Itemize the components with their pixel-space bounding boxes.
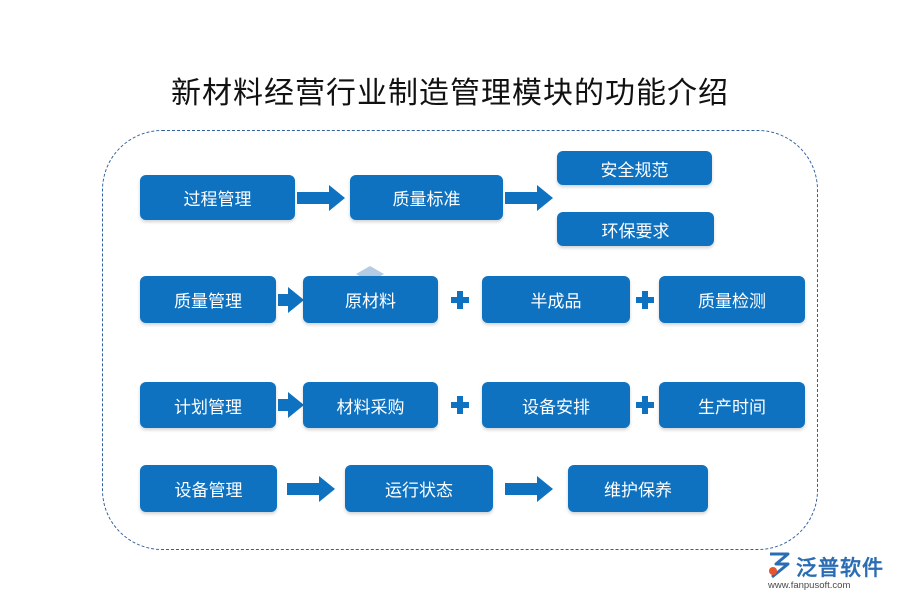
plus-icon [451, 291, 469, 309]
environmental-req-box: 环保要求 [557, 212, 714, 246]
brand-url: www.fanpusoft.com [768, 580, 851, 591]
quality-management-box: 质量管理 [140, 276, 276, 323]
brand-logo-icon [769, 552, 790, 579]
maintenance-box: 维护保养 [568, 465, 708, 512]
arrow-right-icon [278, 287, 304, 313]
plan-management-box: 计划管理 [140, 382, 276, 428]
arrow-right-icon [505, 185, 553, 211]
arrow-right-icon [278, 392, 304, 418]
running-status-box: 运行状态 [345, 465, 493, 512]
semi-finished-box: 半成品 [482, 276, 630, 323]
plus-icon [451, 396, 469, 414]
plus-icon [636, 291, 654, 309]
dashed-frame [102, 130, 818, 550]
production-time-box: 生产时间 [659, 382, 805, 428]
arrow-right-icon [287, 476, 335, 502]
raw-material-box: 原材料 [303, 276, 438, 323]
page-title: 新材料经营行业制造管理模块的功能介绍 [171, 76, 729, 111]
equipment-management-box: 设备管理 [140, 465, 277, 512]
plus-icon [636, 396, 654, 414]
process-management-box: 过程管理 [140, 175, 295, 220]
equipment-arrangement-box: 设备安排 [482, 382, 630, 428]
safety-spec-box: 安全规范 [557, 151, 712, 185]
quality-standard-box: 质量标准 [350, 175, 503, 220]
brand-logo: 泛普软件 www.fanpusoft.com [764, 548, 894, 596]
arrow-right-icon [505, 476, 553, 502]
arrow-right-icon [297, 185, 345, 211]
material-purchase-box: 材料采购 [303, 382, 438, 428]
quality-inspection-box: 质量检测 [659, 276, 805, 323]
brand-name: 泛普软件 [796, 556, 884, 580]
